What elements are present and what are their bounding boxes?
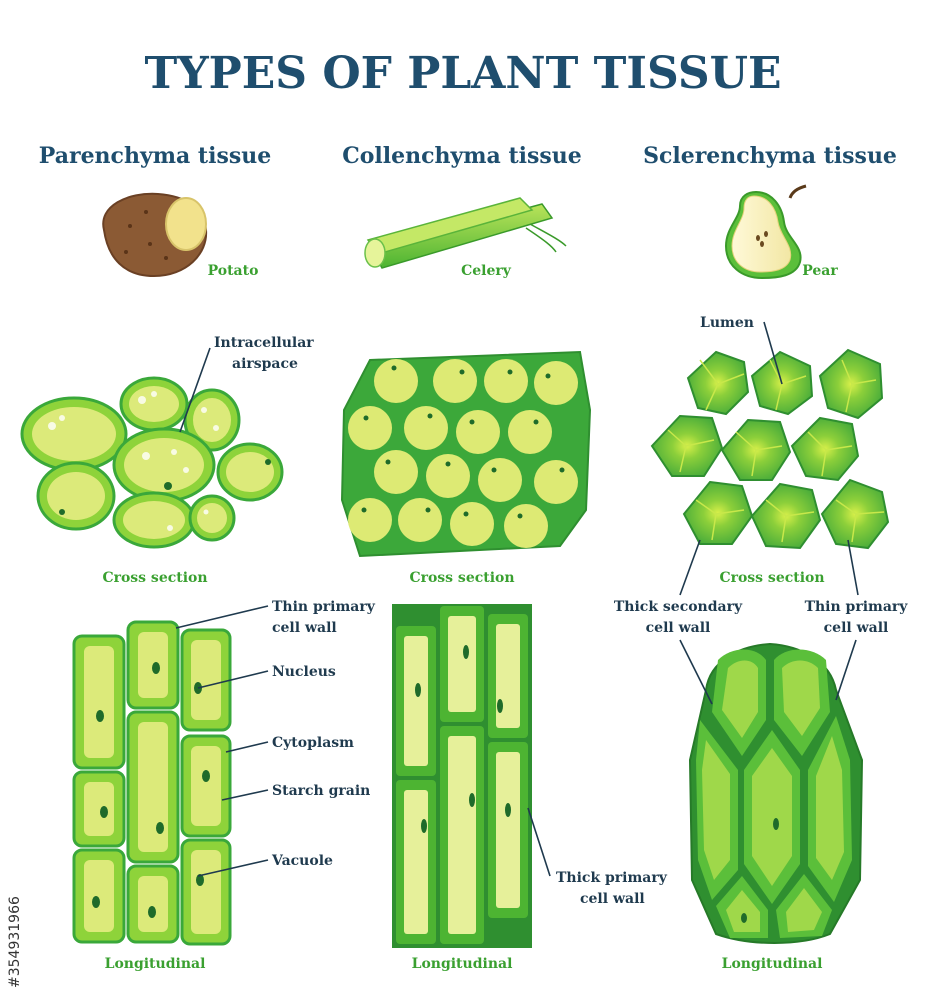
watermark-id: #354931966: [7, 896, 23, 988]
lumen-leader: [763, 321, 783, 385]
airspace-leader: [179, 347, 211, 433]
collenchyma-cell-grid: [348, 359, 578, 548]
parenchyma-long-cell: [72, 770, 126, 848]
sclerenchyma-fiber: [716, 876, 768, 938]
label-thick-secondary-line2: cell wall: [646, 620, 711, 636]
sclerenchyma-cell: [818, 348, 884, 420]
sclerenchyma-fiber: [808, 716, 852, 902]
thick-wall-leader: [527, 807, 551, 877]
nucleus-leader: [197, 670, 269, 689]
sclerenchyma-fiber: [712, 649, 766, 756]
sclerenchyma-fiber: [776, 874, 832, 938]
parenchyma-cell: [112, 427, 216, 503]
secondary-wall-leader-bottom: [679, 639, 713, 705]
heading-sclerenchyma: Sclerenchyma tissue: [643, 143, 897, 169]
parenchyma-cell: [20, 396, 128, 472]
sclerenchyma-longitudinal: [688, 642, 864, 944]
example-potato-label: Potato: [208, 263, 259, 279]
sclerenchyma-cell: [820, 478, 890, 550]
sclerenchyma-fiber: [744, 730, 800, 904]
sclerenchyma-cell: [686, 350, 750, 416]
parenchyma-cross-section: [20, 376, 284, 549]
parenchyma-long-cell: [126, 864, 180, 944]
label-thin-wall-line1: Thin primary: [272, 599, 376, 615]
vacuole-leader: [197, 859, 269, 877]
sclerenchyma-cell: [750, 482, 822, 550]
label-thick-secondary-line1: Thick secondary: [614, 599, 743, 615]
collenchyma-long-cell: [396, 780, 436, 944]
label-cytoplasm: Cytoplasm: [272, 735, 354, 751]
parenchyma-cell: [112, 491, 196, 549]
parenchyma-longitudinal: [72, 620, 232, 946]
parenchyma-cell: [119, 376, 189, 432]
collenchyma-long-cell: [440, 606, 484, 722]
example-pear-label: Pear: [802, 263, 838, 279]
label-thick-primary-line2: cell wall: [580, 891, 645, 907]
collenchyma-longitudinal: [392, 604, 532, 948]
longitudinal-label-sclerenchyma: Longitudinal: [722, 956, 823, 972]
parenchyma-long-cell: [72, 848, 126, 944]
potato-icon: [102, 192, 208, 278]
sclerenchyma-cell: [682, 480, 754, 545]
sclerenchyma-cross-section: [650, 348, 890, 550]
sclerenchyma-cell: [720, 418, 792, 481]
starch-leader: [221, 789, 269, 801]
cross-section-label-parenchyma: Cross section: [102, 570, 207, 586]
sclerenchyma-fiber: [696, 720, 738, 900]
sclerenchyma-cell: [650, 414, 724, 477]
sclerenchyma-cell: [790, 416, 860, 482]
secondary-wall-leader-top: [679, 539, 701, 596]
celery-icon: [364, 197, 567, 269]
parenchyma-cell: [183, 388, 241, 452]
collenchyma-cross-section: [340, 350, 592, 558]
label-airspace-line1: Intracellular: [214, 335, 314, 351]
pear-icon: [724, 184, 807, 280]
heading-collenchyma: Collenchyma tissue: [342, 143, 582, 169]
label-starch-grain: Starch grain: [272, 783, 370, 799]
cytoplasm-leader: [225, 741, 269, 753]
label-thick-primary-line1: Thick primary: [556, 870, 668, 886]
label-vacuole: Vacuole: [271, 853, 333, 869]
longitudinal-label-parenchyma: Longitudinal: [105, 956, 206, 972]
parenchyma-long-cell: [72, 634, 126, 770]
label-nucleus: Nucleus: [272, 664, 336, 680]
cross-section-label-collenchyma: Cross section: [409, 570, 514, 586]
sclerenchyma-fiber: [774, 649, 830, 756]
parenchyma-cell: [216, 442, 284, 502]
heading-parenchyma: Parenchyma tissue: [39, 143, 271, 169]
label-thin-wall-line2: cell wall: [272, 620, 337, 636]
collenchyma-long-cell: [488, 614, 528, 738]
label-airspace-line2: airspace: [232, 356, 298, 372]
collenchyma-long-cell: [488, 742, 528, 918]
label-thin-primary-scler-line2: cell wall: [824, 620, 889, 636]
label-lumen: Lumen: [700, 315, 754, 331]
primary-wall-leader-top: [847, 539, 859, 596]
parenchyma-cell: [188, 494, 236, 542]
label-thin-primary-scler-line1: Thin primary: [805, 599, 909, 615]
cross-section-label-sclerenchyma: Cross section: [719, 570, 824, 586]
collenchyma-long-cell: [440, 726, 484, 944]
parenchyma-long-cell: [180, 838, 232, 946]
stock-watermark: #354931966: [7, 896, 23, 988]
collenchyma-long-cell: [396, 626, 436, 776]
parenchyma-long-cell: [180, 628, 232, 732]
parenchyma-cell: [36, 461, 116, 531]
parenchyma-long-cell: [126, 620, 180, 710]
thin-wall-leader: [175, 605, 269, 629]
page-title: TYPES OF PLANT TISSUE: [144, 48, 781, 99]
parenchyma-long-cell: [180, 734, 232, 838]
longitudinal-label-collenchyma: Longitudinal: [412, 956, 513, 972]
example-celery-label: Celery: [461, 263, 512, 279]
primary-wall-leader-bottom: [835, 639, 857, 701]
parenchyma-long-cell: [126, 710, 180, 864]
